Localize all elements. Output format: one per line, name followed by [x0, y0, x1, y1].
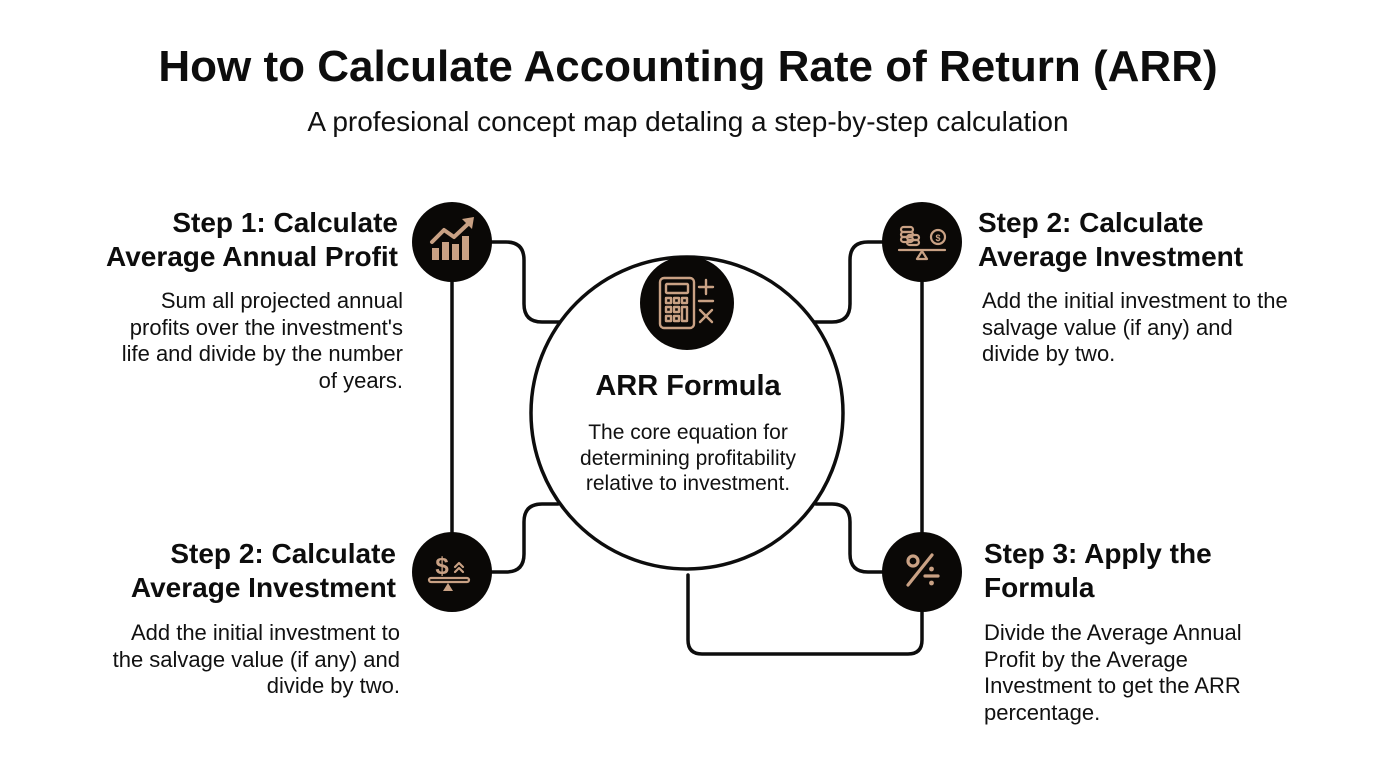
- desc-line: profits over the investment's: [129, 314, 403, 340]
- step2-top-title-line1: Step 2: Calculate: [978, 207, 1204, 238]
- step3-title: Step 3: Apply the Formula: [984, 537, 1324, 605]
- center-icon-badge: [640, 256, 734, 350]
- center-node-description: The core equation for determining profit…: [580, 421, 796, 495]
- step2-top-icon-badge: $: [882, 202, 962, 282]
- growth-chart-icon: [430, 217, 474, 260]
- desc-line: percentage.: [984, 699, 1101, 725]
- step1-description: Sum all projected annual profits over th…: [60, 288, 403, 394]
- center-node-title: ARR Formula: [595, 370, 781, 402]
- step3-title-line1: Step 3: Apply the: [984, 538, 1212, 569]
- step2-bottom-title: Step 2: Calculate Average Investment: [40, 537, 396, 605]
- step2-top-description: Add the initial investment to the salvag…: [982, 288, 1342, 368]
- desc-line: Add the initial investment to the: [982, 288, 1288, 313]
- percent-divide-icon: [906, 553, 940, 587]
- desc-line: of years.: [318, 367, 403, 393]
- step3-description: Divide the Average Annual Profit by the …: [984, 620, 1324, 726]
- step3-icon-badge: [882, 532, 962, 612]
- step2-top-title-line2: Average Investment: [978, 241, 1244, 272]
- step2-bottom-description: Add the initial investment to the salvag…: [40, 620, 400, 700]
- desc-line: Sum all projected annual: [160, 288, 403, 313]
- step2-top-title: Step 2: Calculate Average Investment: [978, 206, 1338, 274]
- step2-bottom-title-line1: Step 2: Calculate: [170, 538, 396, 569]
- desc-line: salvage value (if any) and: [982, 314, 1233, 340]
- step1-icon-badge: [412, 202, 492, 282]
- svg-text:$: $: [935, 233, 940, 243]
- step1-title-line2: Average Annual Profit: [106, 241, 398, 272]
- step2-bottom-icon-badge: $: [412, 532, 492, 612]
- coins-balance-icon: $: [897, 225, 947, 261]
- desc-line: Profit by the Average: [984, 646, 1188, 672]
- desc-line: divide by two.: [982, 341, 1116, 366]
- step1-title-line1: Step 1: Calculate: [172, 207, 398, 238]
- desc-line: Divide the Average Annual: [984, 620, 1242, 645]
- step1-title: Step 1: Calculate Average Annual Profit: [60, 206, 398, 274]
- page-title: How to Calculate Accounting Rate of Retu…: [158, 42, 1218, 91]
- desc-line: life and divide by the number: [121, 341, 403, 366]
- step2-bottom-title-line2: Average Investment: [130, 572, 396, 603]
- svg-text:$: $: [435, 553, 449, 580]
- desc-line: divide by two.: [266, 673, 400, 698]
- desc-line: Add the initial investment to: [130, 620, 400, 645]
- calculator-icon: [658, 276, 715, 330]
- step3-title-line2: Formula: [984, 572, 1095, 603]
- dollar-balance-icon: $: [427, 553, 471, 591]
- desc-line: Investment to get the ARR: [984, 673, 1241, 698]
- desc-line: the salvage value (if any) and: [112, 646, 400, 672]
- page-subtitle: A profesional concept map detaling a ste…: [307, 106, 1069, 137]
